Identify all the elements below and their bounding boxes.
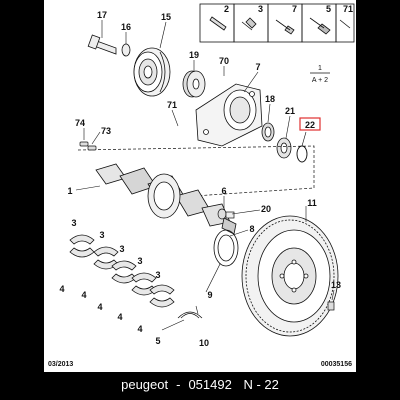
fraction-note: 1 A + 2: [310, 65, 330, 84]
assembly-dashed-outline: [77, 145, 315, 197]
thrust-washer-5: [177, 311, 203, 319]
callout-21: 21: [285, 106, 295, 116]
callout-4c: 4: [97, 302, 102, 312]
flywheel-11: [241, 215, 339, 337]
hardware-legend-labels: 2 3 7 5 71: [224, 4, 353, 14]
callout-13: 13: [331, 280, 341, 290]
callout-leaders: [75, 20, 335, 331]
hardware-label-71: 71: [343, 4, 353, 14]
callout-70: 70: [219, 56, 229, 66]
callout-4d: 4: [117, 312, 122, 322]
bolt-17-drawing: [87, 34, 131, 57]
callout-1: 1: [67, 186, 72, 196]
callout-22: 22: [305, 120, 315, 130]
ring-22: [296, 145, 308, 163]
callout-8: 8: [249, 224, 254, 234]
callout-3d: 3: [137, 256, 142, 266]
caption-brand: peugeot: [121, 377, 169, 392]
callout-11: 11: [307, 198, 317, 208]
crank-pulley-15: [133, 47, 171, 97]
callout-4e: 4: [137, 324, 142, 334]
callout-22-highlight: [299, 117, 321, 131]
bearing-shells: [69, 234, 175, 308]
seal-18: [261, 122, 275, 142]
gear-21: [276, 137, 292, 159]
callout-6: 6: [221, 186, 226, 196]
callout-7: 7: [255, 62, 260, 72]
hardware-label-5: 5: [326, 4, 331, 14]
caption-part-number: 051492: [188, 377, 232, 392]
callout-74: 74: [75, 118, 85, 128]
exploded-parts-diagram: 2 3 7 5 71 1 A + 2: [48, 3, 355, 368]
dowel-pins-74-73: [79, 141, 97, 151]
hardware-label-2: 2: [224, 4, 229, 14]
document-number: 00035156: [321, 361, 352, 368]
callout-19: 19: [189, 50, 199, 60]
parts-diagram-sheet: 2 3 7 5 71 1 A + 2: [44, 0, 356, 372]
callout-15: 15: [161, 12, 171, 22]
callout-4a: 4: [59, 284, 64, 294]
hardware-label-3: 3: [258, 4, 263, 14]
crankshaft-1: [95, 163, 237, 235]
bearing-20: [217, 208, 235, 220]
hardware-legend: [199, 3, 355, 43]
callout-5: 5: [155, 336, 160, 346]
caption-note: N - 22: [243, 377, 279, 392]
callout-3e: 3: [155, 270, 160, 280]
date-code: 03/2013: [48, 361, 73, 368]
callout-3a: 3: [71, 218, 76, 228]
bolt-13: [327, 301, 335, 311]
part-caption: peugeot-051492 N - 22: [0, 372, 400, 400]
callout-10: 10: [199, 338, 209, 348]
hardware-label-7: 7: [292, 4, 297, 14]
callout-3c: 3: [119, 244, 124, 254]
fraction-note-top: 1: [318, 65, 322, 72]
fraction-note-bottom: A + 2: [312, 77, 328, 84]
callout-labels: 17 16 15 19 70 7 71 18 21 22 74 73 1 6 2…: [59, 10, 341, 348]
callout-9: 9: [207, 290, 212, 300]
sprocket-19: [182, 70, 206, 98]
callout-71: 71: [167, 100, 177, 110]
callout-20: 20: [261, 204, 271, 214]
callout-17: 17: [97, 10, 107, 20]
callout-4b: 4: [81, 290, 86, 300]
ring-8: [213, 229, 239, 267]
callout-73: 73: [101, 126, 111, 136]
callout-16: 16: [121, 22, 131, 32]
callout-18: 18: [265, 94, 275, 104]
seal-housing-7: [195, 83, 263, 147]
caption-separator: -: [176, 377, 181, 392]
callout-3b: 3: [99, 230, 104, 240]
